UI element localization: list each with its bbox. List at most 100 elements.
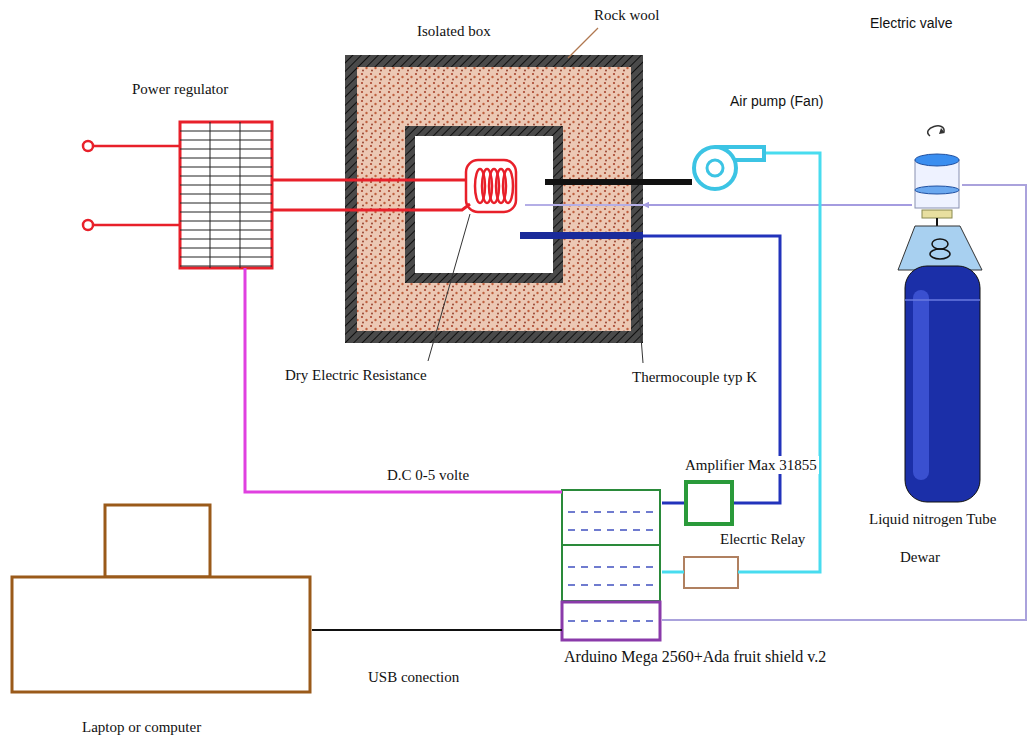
node-label: Laptop or computer [80, 718, 203, 736]
dewar-bottle [905, 266, 980, 502]
dewar-bottle [913, 290, 929, 480]
leader-line [568, 28, 598, 58]
amplifier-box: Amplifier Max 31855 [684, 480, 734, 526]
connector-line [272, 179, 345, 182]
valve-symbol [915, 186, 959, 194]
node-label: Power regulator [130, 80, 230, 98]
laptop: Laptop or computer [10, 504, 312, 694]
leader-line [428, 214, 643, 363]
nitrogen-inlet [525, 204, 643, 206]
power-terminal [92, 224, 180, 227]
valve-symbol [928, 126, 944, 136]
power-terminal [92, 145, 180, 148]
regulator-grid-line [180, 140, 272, 141]
power-regulator-body [210, 122, 211, 268]
leader-line [568, 28, 598, 58]
arduino-body [562, 490, 660, 545]
relay-body [684, 557, 738, 588]
power-terminal [83, 141, 93, 151]
arduino-shield-line [568, 529, 654, 531]
arduino-body [562, 490, 660, 640]
regulator-grid-line [180, 158, 272, 159]
power-terminal [83, 141, 180, 230]
connector-line [245, 268, 562, 492]
node-label: Isolated box [415, 22, 493, 40]
dewar-bottle [932, 239, 948, 249]
arduino-shield-line [568, 584, 654, 586]
fan-symbol [694, 147, 736, 189]
fan-symbol [707, 160, 723, 176]
dewar-bottle [898, 226, 982, 502]
regulator-grid-line [180, 239, 272, 240]
node-label: Arduino Mega 2560+Ada fruit shield v.2 [562, 648, 828, 666]
power-terminal [83, 220, 93, 230]
heater-coil [503, 169, 513, 203]
regulator-grid-line [180, 212, 272, 213]
regulator-grid-line [180, 176, 272, 177]
regulator-grid-line [180, 167, 272, 168]
node-label: Liquid nitrogen Tube [867, 510, 999, 528]
connector-line [643, 204, 912, 206]
laptop-body [12, 577, 310, 692]
heater-wire [272, 180, 470, 210]
part-label: Thermocouple typ K [630, 368, 759, 386]
node-label: Dewar [898, 548, 942, 566]
arduino-body [562, 602, 660, 640]
insulated-box-wall [345, 55, 643, 343]
regulator-grid-line [180, 194, 272, 195]
leader-line [634, 246, 643, 363]
arduino-shield-line [568, 512, 654, 621]
node-label: Air pump (Fan) [728, 92, 825, 110]
valve-symbol [939, 128, 945, 134]
connector-line [312, 629, 562, 631]
arduino-board: Arduino Mega 2560+Ada fruit shield v.2 [562, 490, 662, 640]
air-pump: Air pump (Fan) [692, 145, 766, 191]
arduino-body [562, 545, 660, 601]
node-label: Electric valve [868, 14, 954, 32]
regulator-grid-line [180, 221, 272, 222]
leader-line [428, 214, 470, 361]
heater-coil [466, 160, 516, 212]
power-regulator-body [180, 122, 272, 268]
dewar-bottle [905, 299, 980, 301]
laptop-body [105, 505, 210, 577]
laptop-body [12, 505, 310, 692]
arduino-shield-line [568, 620, 654, 622]
arduino-shield-line [568, 566, 654, 568]
power-regulator-body [240, 122, 241, 268]
fan-symbol [694, 147, 764, 189]
insulated-box-wall [357, 67, 631, 331]
dewar-bottle [898, 226, 982, 270]
heater-wire [345, 179, 466, 182]
isolated-box: Isolated box [345, 55, 643, 343]
part-label: Dry Electric Resistance [283, 366, 429, 384]
arduino-shield-line [568, 511, 654, 513]
regulator-grid-line [180, 185, 272, 186]
connector-label: USB conection [366, 668, 461, 686]
power-regulator: Power regulator [180, 122, 272, 268]
dewar: Liquid nitrogen TubeDewar [900, 222, 982, 502]
connector-line [662, 185, 1026, 620]
connector-line [662, 502, 684, 505]
node-label: Elecrtic Relay [718, 530, 807, 548]
valve-symbol [915, 126, 959, 238]
valve-symbol [922, 210, 952, 218]
regulator-grid-line [180, 131, 272, 132]
relay-box: Elecrtic Relay [684, 556, 738, 589]
air-pipe [545, 179, 643, 185]
valve-symbol [915, 154, 959, 166]
part-label: Rock wool [592, 6, 661, 24]
amplifier-body [686, 482, 732, 524]
connector-label: D.C 0-5 volte [385, 466, 471, 484]
connector-line [643, 179, 692, 185]
insulated-box-wall [345, 55, 643, 343]
regulator-grid-line [180, 257, 272, 258]
dewar-bottle [930, 249, 950, 259]
regulator-grid-line [180, 149, 272, 150]
regulator-grid-line [180, 203, 272, 204]
thermocouple-probe [520, 232, 643, 239]
heater-coil [466, 160, 516, 212]
